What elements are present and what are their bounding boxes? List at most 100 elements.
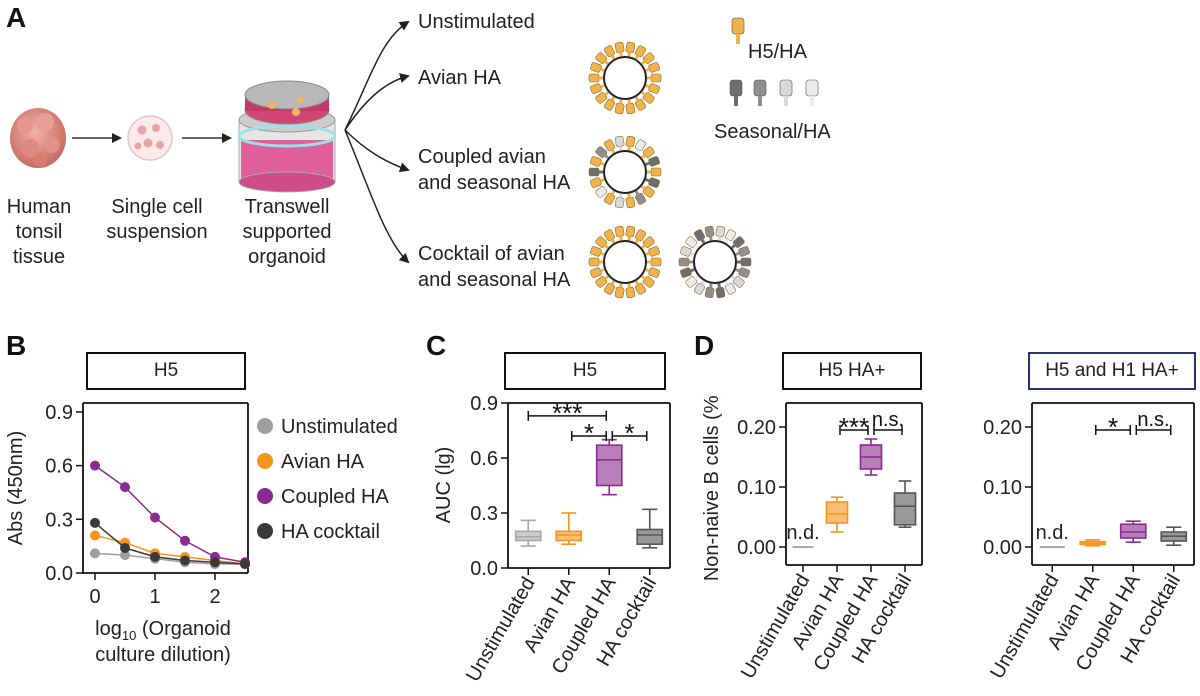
- step-tonsil-label: Human tonsil tissue: [0, 195, 78, 270]
- legend-marker: [257, 418, 273, 434]
- x-axis-label: log10 (Organoid: [95, 618, 231, 643]
- spike-protein-icon: [645, 156, 660, 167]
- box: [514, 530, 542, 542]
- data-point: [240, 559, 250, 570]
- spike-protein-icon: [590, 177, 605, 188]
- step-tonsil-line-1: Human: [6, 196, 72, 218]
- spike-protein-icon: [724, 229, 737, 244]
- y-tick-label: 0.10: [983, 477, 1022, 499]
- legend-seasonal-spike-icon: [779, 79, 793, 106]
- box: [893, 492, 917, 526]
- spike-protein-icon: [715, 225, 726, 241]
- x-axis-label-part: (Organoid: [136, 618, 231, 640]
- panel-c-label: C: [426, 330, 447, 361]
- coupled-virus-icon-membrane: [603, 150, 647, 194]
- panel-b-label: B: [6, 330, 27, 361]
- legend-marker: [257, 523, 273, 539]
- spike-protein-icon: [634, 229, 647, 244]
- legend-seasonal-spike-icon: [753, 79, 767, 106]
- step-single-cell-line-2: suspension: [106, 221, 208, 243]
- legend-label: HA cocktail: [281, 521, 380, 543]
- spike-protein-icon: [730, 236, 745, 250]
- data-point: [180, 535, 190, 546]
- spike-protein-icon: [603, 190, 616, 205]
- legend-h5-label: H5/HA: [748, 41, 807, 63]
- spike-protein-icon: [588, 167, 603, 177]
- spike-protein-icon: [603, 229, 616, 244]
- y-tick-label: 0.10: [737, 477, 776, 499]
- legend-marker: [257, 453, 273, 469]
- spike-protein-icon: [645, 177, 660, 188]
- spike-protein-icon: [603, 280, 616, 295]
- spike-protein-icon: [625, 41, 636, 57]
- spike-protein-icon: [737, 257, 752, 267]
- spike-protein-icon: [647, 73, 662, 83]
- legend-seasonal-label: Seasonal/HA: [714, 121, 831, 143]
- spike-protein-icon: [595, 184, 610, 198]
- spike-protein-icon: [634, 280, 647, 295]
- legend-seasonal-spike-icon: [805, 79, 819, 106]
- y-tick-label: 0.3: [45, 509, 73, 531]
- data-point: [90, 460, 100, 471]
- step-transwell-line-3: organoid: [248, 246, 326, 268]
- y-tick-label: 0.6: [470, 448, 498, 470]
- panel-b-header: H5: [86, 352, 246, 390]
- data-point: [120, 542, 130, 553]
- nd-label: n.d.: [1036, 522, 1069, 544]
- legend-label: Avian HA: [281, 451, 365, 473]
- box: [636, 528, 664, 545]
- y-tick-label: 0.9: [470, 395, 498, 415]
- data-point: [210, 557, 220, 568]
- spike-protein-icon: [685, 274, 700, 288]
- y-tick-label: 0.0: [470, 558, 498, 580]
- spike-protein-icon: [614, 99, 625, 115]
- nd-label: n.d.: [786, 522, 819, 544]
- spike-protein-icon: [590, 62, 605, 73]
- series-line: [94, 522, 246, 565]
- y-tick-label: 0.6: [45, 456, 73, 478]
- spike-protein-icon: [640, 146, 655, 160]
- transwell-organoid-icon: [237, 80, 337, 193]
- sig-label: n.s.: [1137, 409, 1169, 431]
- spike-protein-icon: [640, 184, 655, 198]
- spike-protein-icon: [680, 267, 695, 278]
- data-point: [90, 530, 100, 541]
- legend-h5-spike-icon: [731, 17, 745, 44]
- data-point: [120, 550, 130, 561]
- x-tick-label: 1: [149, 586, 160, 608]
- spike-protein-icon: [625, 99, 636, 115]
- panel-d2-header: H5 and H1 HA+: [1028, 352, 1196, 390]
- spike-protein-icon: [588, 257, 603, 267]
- data-point: [120, 482, 130, 493]
- spike-protein-icon: [614, 225, 625, 241]
- spike-protein-icon: [625, 135, 636, 151]
- spike-protein-icon: [595, 90, 610, 104]
- panel-a-illustration: [10, 17, 819, 299]
- spike-protein-icon: [614, 283, 625, 299]
- spike-protein-icon: [614, 193, 625, 209]
- condition-unstimulated: Unstimulated: [418, 11, 535, 33]
- spike-protein-icon: [645, 246, 660, 257]
- tonsil-tissue-icon: [10, 108, 66, 168]
- spike-protein-icon: [647, 167, 662, 177]
- spike-protein-icon: [625, 193, 636, 209]
- spike-protein-icon: [614, 41, 625, 57]
- spike-protein-icon: [603, 96, 616, 111]
- spike-protein-icon: [730, 274, 745, 288]
- panel-a-label: A: [6, 2, 27, 33]
- spike-protein-icon: [704, 283, 715, 299]
- spike-protein-icon: [595, 236, 610, 250]
- panel-d-label: D: [694, 330, 715, 361]
- step-transwell-label: Transwell supported organoid: [232, 195, 342, 270]
- step-transwell-line-1: Transwell: [244, 196, 330, 218]
- x-tick-label: 0: [89, 586, 100, 608]
- sig-label: *: [584, 418, 594, 448]
- spike-protein-icon: [625, 225, 636, 241]
- panel-d1-header: H5 HA+: [782, 352, 922, 390]
- condition-coupled-line-1: Coupled avian: [418, 146, 546, 168]
- spike-protein-icon: [640, 274, 655, 288]
- spike-protein-icon: [590, 246, 605, 257]
- spike-protein-icon: [603, 139, 616, 154]
